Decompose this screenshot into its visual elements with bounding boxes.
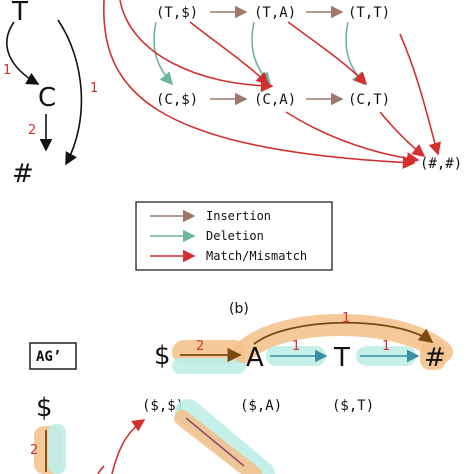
graph-label-box [29, 342, 77, 370]
deletion-edge [153, 21, 174, 86]
match-edge [189, 21, 270, 86]
node-end: (#,#) [420, 156, 462, 172]
edge-t-end [57, 19, 83, 166]
node-t-a: (T,A) [254, 5, 296, 21]
seq-node-end: # [12, 159, 34, 189]
edge-label-t-end: 1 [90, 81, 98, 96]
edge-label-vert: 2 [30, 443, 38, 458]
match-edge [399, 33, 441, 156]
edge-label-b-a-t: 1 [292, 339, 300, 354]
edge-label-c-end: 2 [28, 123, 36, 138]
highlight-band-teal [48, 424, 66, 474]
node-t-t: (T,T) [348, 5, 390, 21]
edge-b-diagonal [185, 417, 245, 467]
caption-b: (b) [229, 301, 249, 317]
node-c-a: (C,A) [254, 92, 296, 108]
match-edge-b [111, 419, 146, 474]
match-edge [119, 0, 274, 93]
node-d-d: ($,$) [142, 398, 184, 414]
seq-b-end: # [424, 343, 446, 373]
seq-b-dollar: $ [154, 341, 171, 371]
edge-t-c [6, 21, 40, 85]
deletion-edge [345, 21, 366, 86]
node-d-t: ($,T) [332, 398, 374, 414]
panel-b: AG’ $ A T # 2 1 1 1 $ 2 ($,$) ($,A) ($,T… [29, 311, 453, 474]
match-edge-b-tail [97, 465, 105, 474]
highlight-band-teal [172, 358, 246, 374]
match-edge [287, 21, 368, 86]
legend-match-label: Match/Mismatch [206, 249, 307, 263]
match-edge [379, 111, 426, 157]
match-edge [103, 0, 416, 169]
seq-b-a: A [246, 343, 264, 373]
edge-label-b-a-end: 1 [342, 311, 350, 326]
node-d-a: ($,A) [240, 398, 282, 414]
legend-insertion-label: Insertion [206, 209, 271, 223]
seq-node-c: C [38, 83, 56, 113]
legend-deletion-label: Deletion [206, 229, 264, 243]
vert-seq-dollar: $ [36, 393, 53, 423]
edge-b-a-end [253, 321, 434, 345]
edge-label-t-c: 1 [3, 63, 11, 78]
highlight-band-orange [420, 342, 446, 370]
node-t-dollar: (T,$) [156, 5, 198, 21]
legend: Insertion Deletion Match/Mismatch [135, 201, 333, 271]
deletion-edge [251, 21, 272, 86]
seq-b-t: T [333, 343, 350, 373]
edge-label-b-dollar-a: 2 [196, 339, 204, 354]
graph-label: AG’ [36, 349, 61, 365]
edge-label-b-t-end: 1 [382, 339, 390, 354]
sequence-graph-a: T C # 1 1 2 [3, 0, 98, 189]
alignment-grid-a: (T,$) (T,A) (T,T) (C,$) (C,A) (C,T) (#,#… [103, 0, 462, 172]
node-c-t: (C,T) [348, 92, 390, 108]
node-c-dollar: (C,$) [156, 92, 198, 108]
seq-node-t: T [11, 0, 28, 27]
